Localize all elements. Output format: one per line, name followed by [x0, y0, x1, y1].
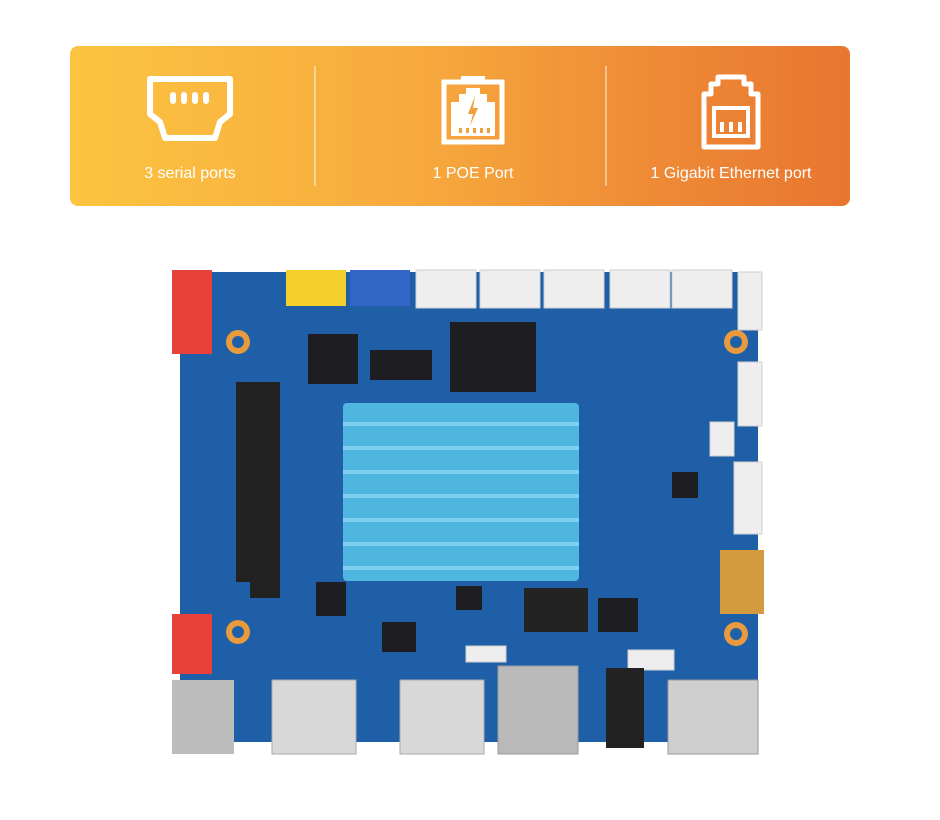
heatsink: [343, 403, 579, 581]
usb-port: [399, 679, 485, 755]
feature-label: 3 serial ports: [144, 165, 236, 182]
mini-hdmi-port: [720, 550, 764, 614]
red-connector: [172, 270, 212, 354]
divider: [605, 66, 607, 186]
ethernet-port-icon: [701, 74, 761, 150]
feature-ethernet: 1 Gigabit Ethernet port: [611, 46, 851, 206]
chips: [308, 322, 698, 652]
usb-otg-port: [271, 679, 357, 755]
transformer: [524, 588, 588, 632]
pcb-board-photo: [172, 269, 764, 755]
divider: [314, 66, 316, 186]
feature-serial: 3 serial ports: [70, 46, 310, 206]
poe-port-icon: [441, 76, 505, 145]
serial-port-icon: [147, 76, 233, 141]
audio-jack: [606, 668, 644, 748]
feature-poe: 1 POE Port: [353, 46, 593, 206]
feature-banner: 3 serial ports 1 POE Port 1 Gigabit Ethe…: [70, 46, 850, 206]
white-connectors: [415, 269, 763, 671]
red-connector: [172, 614, 212, 674]
yellow-connector: [286, 270, 346, 306]
pin-header: [236, 382, 280, 582]
dc-jack: [172, 680, 234, 754]
ethernet-jack: [497, 665, 579, 755]
hdmi-port: [667, 679, 759, 755]
feature-label: 1 Gigabit Ethernet port: [650, 165, 812, 182]
feature-label: 1 POE Port: [432, 165, 514, 182]
blue-connector: [350, 270, 410, 306]
